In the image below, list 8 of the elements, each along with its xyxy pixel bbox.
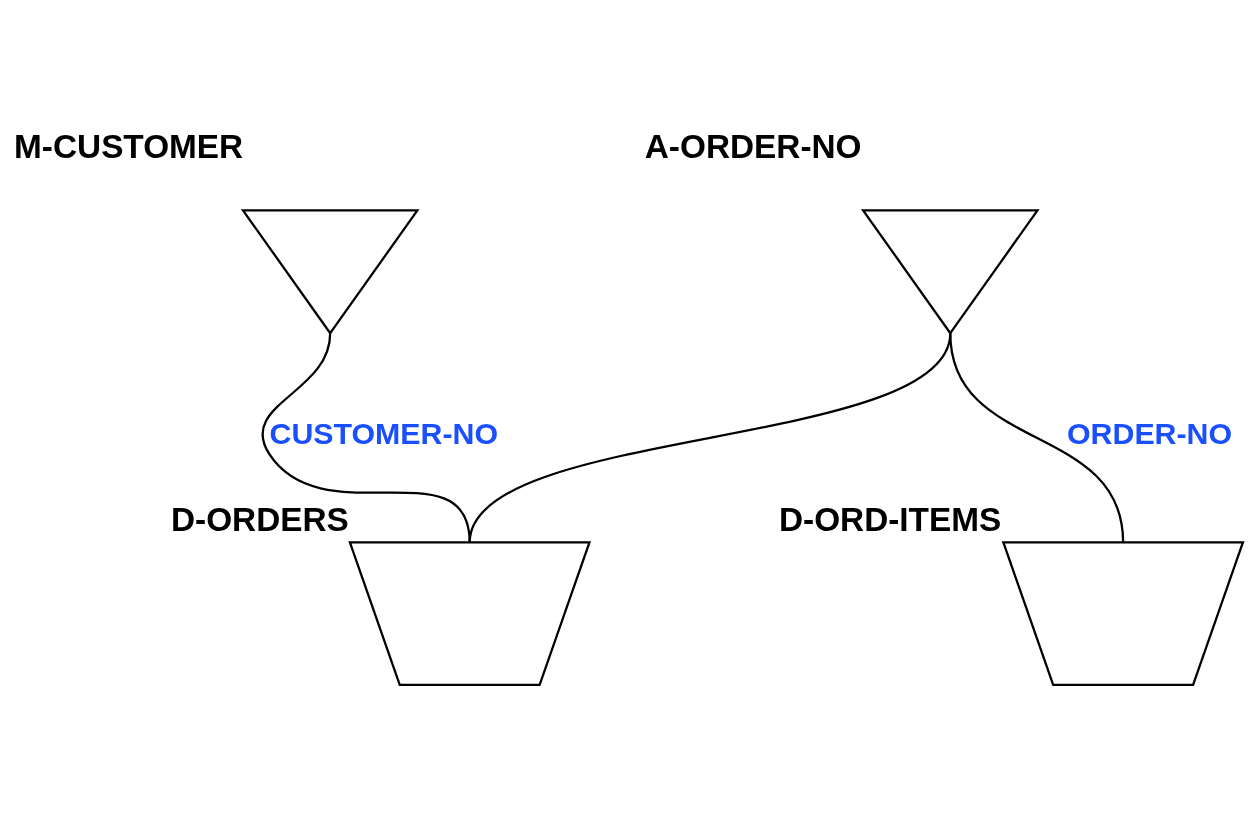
connector (261, 333, 471, 543)
connector (949, 333, 1125, 543)
node-label: A-ORDER-NO (644, 128, 862, 166)
node-label: D-ORDERS (171, 501, 349, 539)
edge-label: CUSTOMER-NO (269, 416, 499, 450)
edge-label: ORDER-NO (1067, 416, 1233, 450)
node-label: D-ORD-ITEMS (778, 501, 1002, 539)
node-label: M-CUSTOMER (14, 128, 244, 166)
